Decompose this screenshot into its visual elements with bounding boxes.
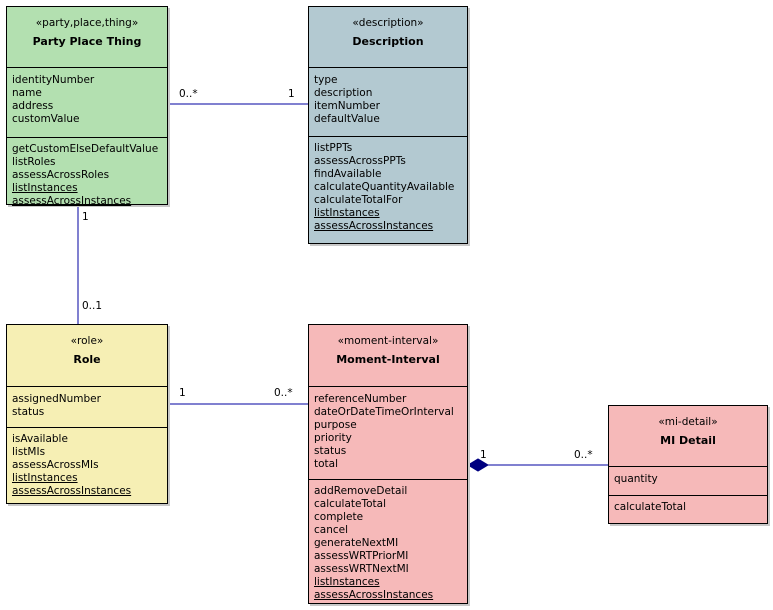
class-name: Description: [352, 35, 424, 48]
operation-item: assessWRTPriorMI: [314, 550, 409, 562]
operation-item: listInstances: [12, 182, 78, 194]
composition-diamond: [467, 458, 489, 472]
class-moment-interval[interactable]: «moment-interval» Moment-Interval refere…: [308, 324, 468, 604]
operation-item: assessAcrossRoles: [12, 169, 110, 181]
operation-item: listMIs: [12, 446, 46, 458]
attribute-item: itemNumber: [314, 100, 380, 112]
mult-ppt-desc-to: 1: [288, 88, 295, 100]
operation-item: addRemoveDetail: [314, 485, 408, 497]
operation-item: isAvailable: [12, 433, 68, 445]
mult-role-mi-from: 1: [179, 387, 186, 399]
attribute-item: purpose: [314, 419, 357, 431]
class-header: «party,place,thing» Party Place Thing: [7, 17, 167, 68]
attribute-item: name: [12, 87, 42, 99]
operation-item: assessAcrossPPTs: [314, 155, 406, 167]
attribute-item: customValue: [12, 113, 80, 125]
operation-item: listInstances: [314, 207, 380, 219]
operation-item: assessAcrossInstances: [12, 485, 132, 497]
operation-item: complete: [314, 511, 364, 523]
operation-item: findAvailable: [314, 168, 382, 180]
operation-item: assessAcrossInstances: [314, 220, 434, 232]
stereotype-label: «party,place,thing»: [35, 17, 139, 29]
attribute-item: priority: [314, 432, 352, 444]
operation-item: assessWRTNextMI: [314, 563, 409, 575]
operation-item: calculateTotal: [314, 498, 387, 510]
attribute-item: referenceNumber: [314, 393, 407, 405]
operation-item: listRoles: [12, 156, 56, 168]
attribute-item: status: [314, 445, 347, 457]
operation-item: assessAcrossMIs: [12, 459, 99, 471]
class-name: Party Place Thing: [32, 35, 142, 48]
stereotype-label: «mi-detail»: [658, 416, 718, 428]
operation-item: assessAcrossInstances: [314, 589, 434, 601]
mult-mi-detail-to: 0..*: [574, 449, 593, 461]
stereotype-label: «description»: [352, 17, 424, 29]
operation-item: cancel: [314, 524, 349, 536]
class-name: Role: [73, 353, 101, 366]
class-name: MI Detail: [660, 434, 716, 447]
operation-item: getCustomElseDefaultValue: [12, 143, 159, 155]
operation-item: calculateQuantityAvailable: [314, 181, 455, 193]
operation-item: listInstances: [12, 472, 78, 484]
attribute-item: total: [314, 458, 339, 470]
class-party-place-thing[interactable]: «party,place,thing» Party Place Thing id…: [6, 6, 168, 208]
operation-item: calculateTotal: [614, 501, 687, 513]
class-header: «moment-interval» Moment-Interval: [309, 335, 467, 387]
operation-item: generateNextMI: [314, 537, 399, 549]
operation-item: listInstances: [314, 576, 380, 588]
operation-item: listPPTs: [314, 142, 353, 154]
class-header: «description» Description: [309, 17, 467, 68]
mult-mi-detail-from: 1: [480, 449, 487, 461]
attribute-item: dateOrDateTimeOrInterval: [314, 406, 454, 418]
attribute-item: description: [314, 87, 373, 99]
class-header: «role» Role: [7, 335, 167, 387]
mult-ppt-role-to: 0..1: [82, 300, 103, 312]
stereotype-label: «role»: [70, 335, 104, 347]
attribute-item: assignedNumber: [12, 393, 101, 405]
attribute-item: address: [12, 100, 54, 112]
stereotype-label: «moment-interval»: [337, 335, 439, 347]
attribute-item: defaultValue: [314, 113, 380, 125]
attribute-item: type: [314, 74, 338, 86]
class-mi-detail[interactable]: «mi-detail» MI Detail quantity calculate…: [608, 405, 768, 524]
attribute-item: quantity: [614, 473, 658, 485]
operation-item: assessAcrossInstances: [12, 195, 132, 207]
operation-item: calculateTotalFor: [314, 194, 403, 206]
attribute-item: status: [12, 406, 45, 418]
class-name: Moment-Interval: [336, 353, 440, 366]
class-header: «mi-detail» MI Detail: [609, 416, 767, 467]
mult-ppt-desc-from: 0..*: [179, 88, 198, 100]
attribute-item: identityNumber: [12, 74, 95, 86]
operations-compartment: calculateTotal: [609, 496, 767, 514]
mult-ppt-role-from: 1: [82, 211, 89, 223]
attributes-compartment: quantity: [609, 467, 767, 496]
mult-role-mi-to: 0..*: [274, 387, 293, 399]
